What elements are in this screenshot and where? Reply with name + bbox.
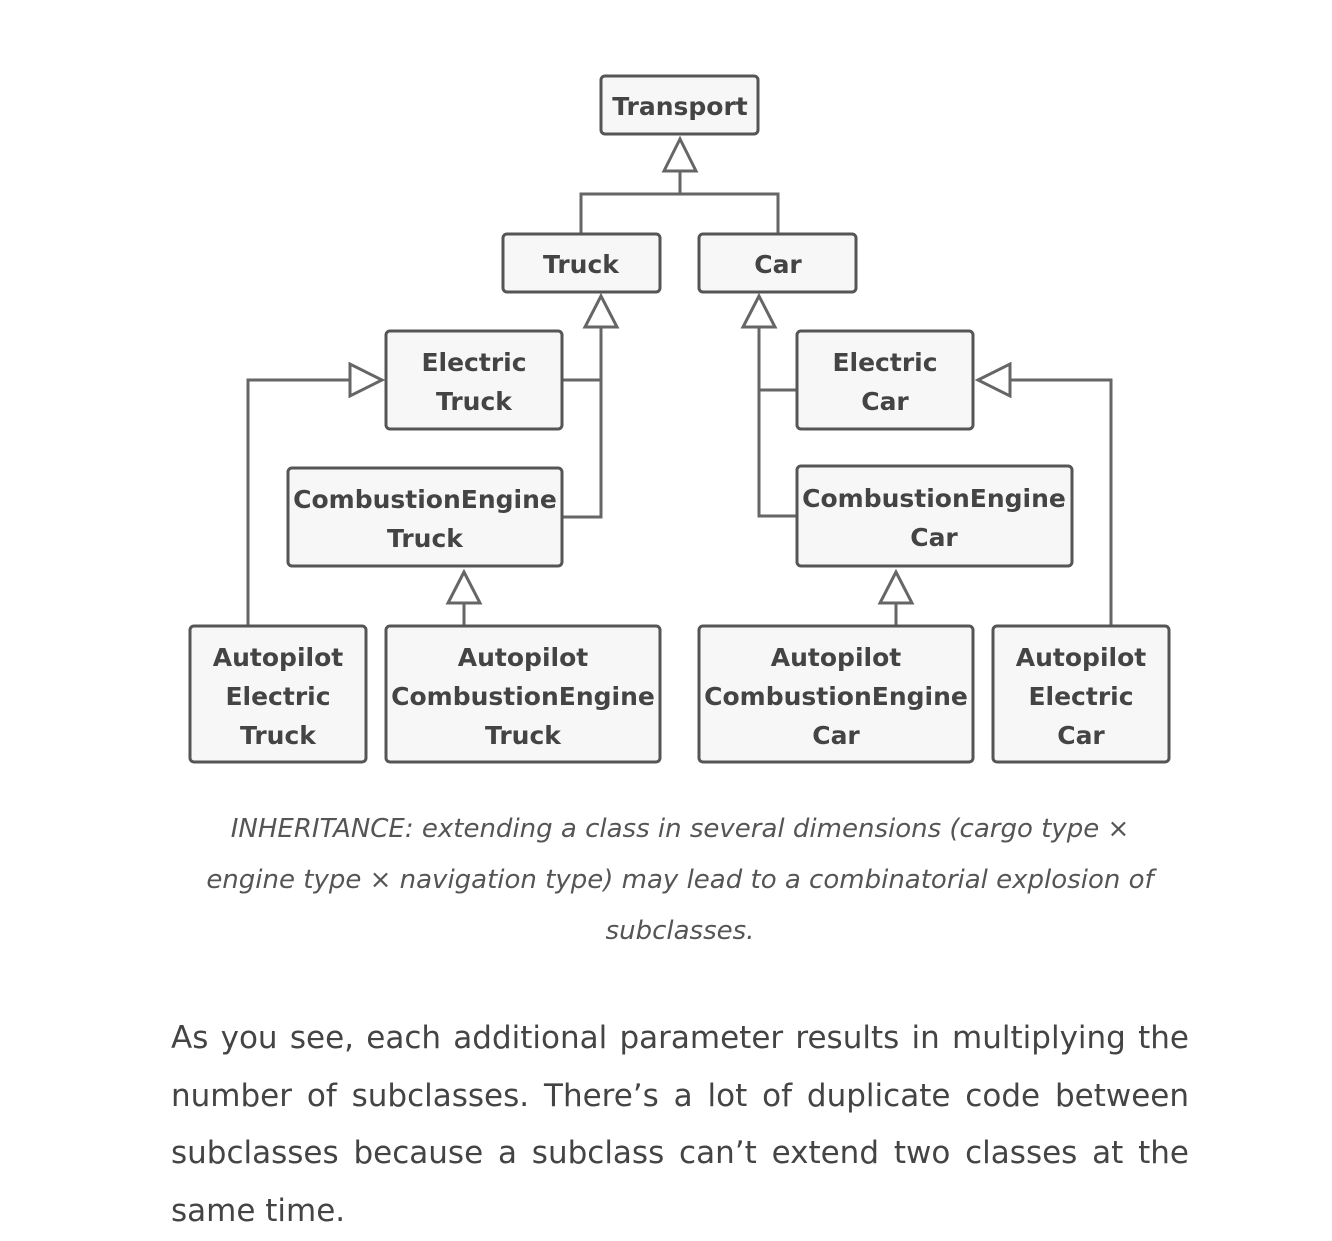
class-label: Car: [754, 250, 802, 279]
arrowhead-combustion-truck: [445, 568, 483, 605]
class-label: Truck: [485, 721, 562, 750]
class-box-combustion-engine-car: CombustionEngine Car: [795, 464, 1074, 568]
arrowhead-transport: [661, 135, 699, 173]
class-label: Truck: [543, 250, 620, 279]
class-label: CombustionEngine: [704, 682, 968, 711]
edge-combustion-car-to-car: [757, 327, 797, 518]
class-label: Autopilot: [213, 643, 343, 672]
class-label: Truck: [436, 387, 513, 416]
class-label: Electric: [225, 682, 330, 711]
class-label: Car: [1057, 721, 1105, 750]
class-label: CombustionEngine: [391, 682, 655, 711]
arrowhead-truck: [582, 292, 620, 329]
class-box-autopilot-electric-car: Autopilot Electric Car: [991, 624, 1171, 764]
class-label: Car: [812, 721, 860, 750]
class-label: Truck: [387, 524, 464, 553]
body-paragraph: As you see, each additional parameter re…: [171, 1020, 1189, 1229]
class-label: Car: [910, 523, 958, 552]
class-box-transport: Transport: [599, 74, 760, 136]
class-label: Autopilot: [771, 643, 901, 672]
class-label: Car: [861, 387, 909, 416]
class-box-car: Car: [697, 232, 858, 294]
arrowhead-car: [740, 292, 778, 329]
class-label: Autopilot: [458, 643, 588, 672]
edge-autopilot-electric-truck: [246, 378, 350, 626]
arrowhead-electric-car: [974, 361, 1012, 399]
edge-truck-to-transport: [579, 171, 682, 234]
edge-car-to-transport: [680, 192, 780, 234]
class-box-electric-car: Electric Car: [795, 329, 975, 431]
class-label: Autopilot: [1016, 643, 1146, 672]
inheritance-diagram: Transport Truck Car Electric Truck Combu…: [188, 74, 1171, 764]
figure-caption: INHERITANCE: extending a class in severa…: [206, 814, 1154, 946]
class-label: Truck: [240, 721, 317, 750]
class-box-autopilot-electric-truck: Autopilot Electric Truck: [188, 624, 368, 764]
class-box-autopilot-combustion-engine-truck: Autopilot CombustionEngine Truck: [384, 624, 662, 764]
class-label: CombustionEngine: [293, 485, 557, 514]
class-label: Electric: [1028, 682, 1133, 711]
class-box-electric-truck: Electric Truck: [384, 329, 564, 431]
arrowhead-electric-truck: [348, 361, 386, 399]
edge-autopilot-electric-car: [1010, 378, 1113, 626]
class-label: Electric: [832, 348, 937, 377]
class-label: Transport: [612, 92, 748, 121]
arrowhead-combustion-car: [877, 568, 915, 605]
class-label: Electric: [421, 348, 526, 377]
class-box-truck: Truck: [501, 232, 662, 294]
connectors: [246, 171, 1113, 626]
arrowheads: [348, 135, 1012, 605]
class-box-combustion-engine-truck: CombustionEngine Truck: [286, 466, 564, 568]
edge-combustion-truck-to-truck: [562, 327, 603, 519]
class-label: CombustionEngine: [802, 484, 1066, 513]
class-box-autopilot-combustion-engine-car: Autopilot CombustionEngine Car: [697, 624, 975, 764]
